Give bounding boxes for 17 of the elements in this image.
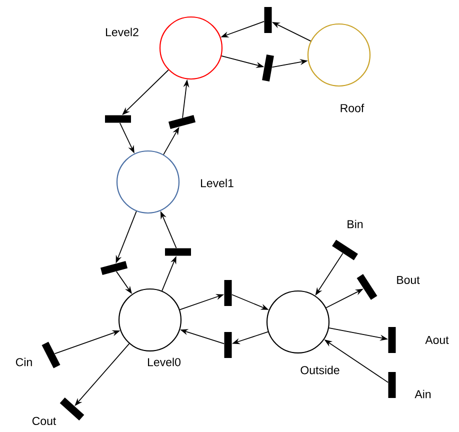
place-label: Level0	[148, 358, 180, 366]
transition-label: Cin	[16, 358, 32, 366]
transition-label: Ain	[414, 390, 431, 398]
place-label: Level2	[106, 28, 138, 36]
transition-bar	[388, 372, 396, 398]
transition-label: Cout	[32, 416, 56, 426]
place-label: Outside	[300, 366, 340, 374]
transition-bar	[100, 261, 128, 275]
transition-bar	[60, 398, 84, 420]
place-label: Roof	[340, 104, 364, 112]
transition-bar	[356, 274, 378, 300]
transition-bar	[332, 240, 358, 260]
transition-label: Bin	[348, 220, 363, 228]
transition-bar	[42, 342, 60, 368]
transition-label: Aout	[425, 336, 449, 344]
transition-label: Bout	[397, 276, 420, 284]
place-label: Level1	[201, 178, 234, 188]
